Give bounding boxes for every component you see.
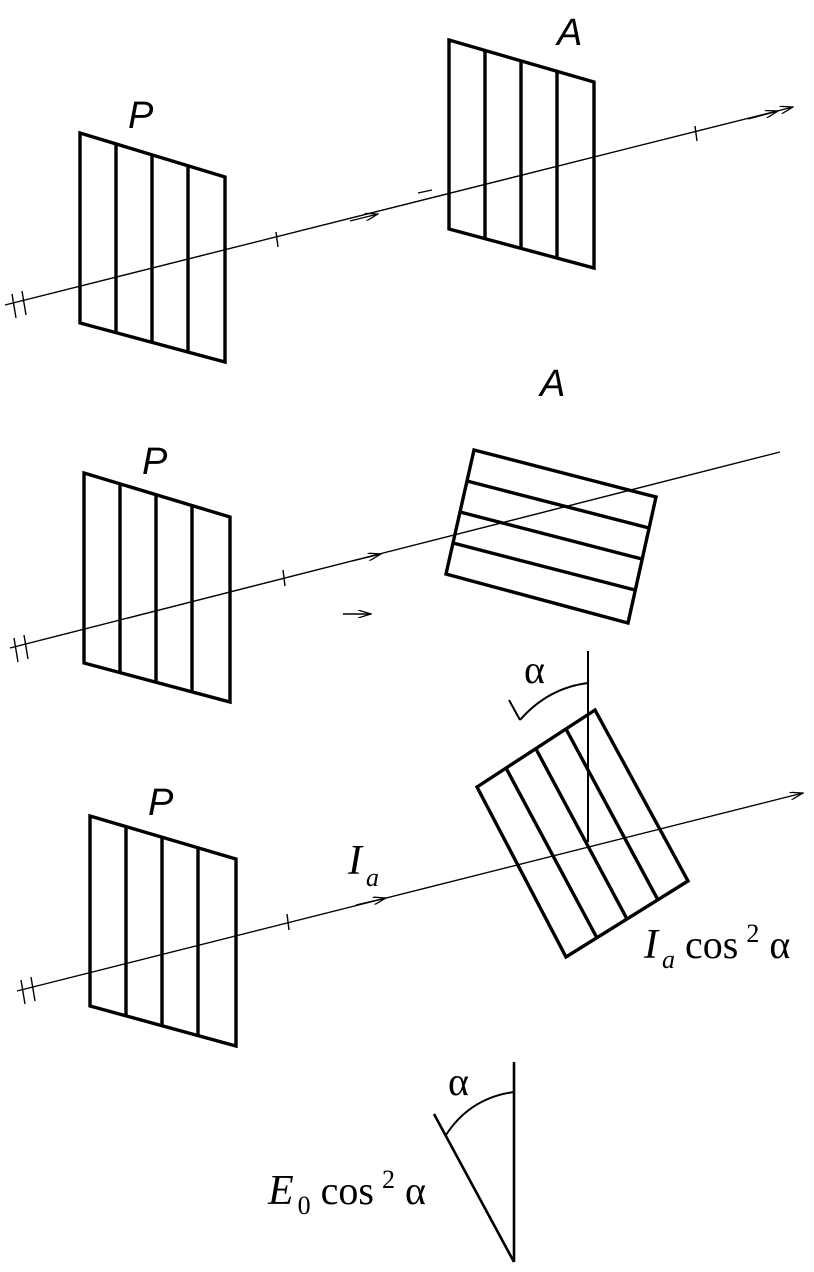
beam-line-2 bbox=[9, 451, 781, 649]
angle-marker-3 bbox=[508, 651, 589, 842]
beam-arrow-2a bbox=[351, 554, 381, 562]
beam-line-3 bbox=[16, 793, 803, 992]
field-projection-line bbox=[432, 1113, 516, 1263]
beam-arrow-1b bbox=[747, 111, 778, 120]
polarizer-plate-3 bbox=[88, 813, 238, 1049]
beam-arrow-1a bbox=[349, 214, 378, 222]
field-angle-arc bbox=[445, 1091, 515, 1136]
field-power: 2 bbox=[382, 1165, 395, 1194]
row-3-angle: P α I a I a cos 2 α bbox=[16, 647, 803, 1049]
intensity-subscript: a bbox=[366, 863, 379, 892]
intensity-out-alpha: α bbox=[769, 922, 790, 967]
beam-arrow-3a bbox=[355, 898, 386, 906]
intensity-out-subscript: a bbox=[662, 945, 675, 974]
field-label: E 0 cos 2 α bbox=[267, 1165, 426, 1220]
intensity-symbol: I bbox=[347, 838, 364, 884]
field-projection: α E 0 cos 2 α bbox=[267, 1059, 516, 1263]
beam-ticks-2 bbox=[13, 569, 286, 663]
alpha-label-bottom: α bbox=[448, 1059, 469, 1104]
analyzer-plate-2 bbox=[443, 447, 659, 626]
intensity-label-in: I a bbox=[347, 838, 379, 892]
beam-ticks-3 bbox=[20, 913, 290, 1005]
polarizer-label-2: P bbox=[142, 441, 168, 483]
field-subscript: 0 bbox=[298, 1191, 311, 1220]
polarizer-plate-1 bbox=[78, 130, 227, 365]
alpha-label-3: α bbox=[524, 647, 545, 692]
intensity-out-power: 2 bbox=[746, 919, 759, 948]
row-2-crossed: P A bbox=[9, 363, 781, 705]
intensity-out-cos: cos bbox=[685, 922, 738, 967]
analyzer-label-2: A bbox=[538, 363, 565, 405]
beam-ticks-1 bbox=[11, 125, 698, 319]
intensity-out-symbol: I bbox=[643, 922, 660, 968]
field-symbol: E bbox=[267, 1168, 294, 1214]
analyzer-plate-1 bbox=[447, 37, 596, 271]
polarizer-plate-2 bbox=[82, 470, 232, 705]
row-1-parallel: P A bbox=[4, 12, 793, 365]
field-alpha: α bbox=[405, 1168, 426, 1213]
analyzer-plate-3 bbox=[474, 707, 691, 960]
polarizer-label-1: P bbox=[128, 95, 154, 137]
polarizer-label-3: P bbox=[148, 782, 174, 824]
analyzer-label-1: A bbox=[555, 12, 582, 54]
intensity-label-out: I a cos 2 α bbox=[643, 919, 790, 974]
field-cos: cos bbox=[321, 1168, 374, 1213]
beam-line-1 bbox=[4, 107, 793, 306]
